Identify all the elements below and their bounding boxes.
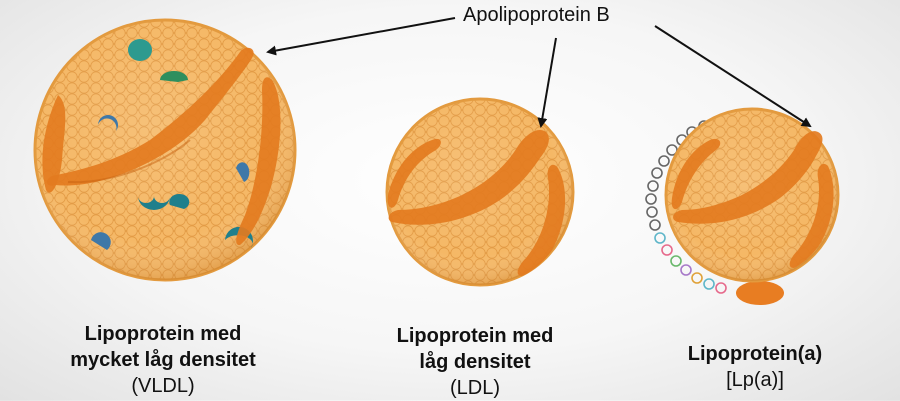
ldl-apob-bands xyxy=(387,129,566,276)
vldl-embedded-proteins xyxy=(91,39,253,250)
lpa-caption-line1: Lipoprotein(a) xyxy=(687,343,823,365)
vldl-caption-line2: mycket låg densitet xyxy=(70,349,256,371)
apob-callout-arrows xyxy=(266,17,812,128)
vldl-particle xyxy=(33,18,297,282)
ldl-caption-line2: låg densitet xyxy=(419,351,531,373)
ldl-particle xyxy=(385,97,575,287)
vldl-caption: Lipoprotein med mycket låg densitet (VLD… xyxy=(38,321,288,399)
lpa-caption: Lipoprotein(a) [Lp(a)] xyxy=(675,341,835,393)
arrow-to-ldl xyxy=(537,37,557,128)
arrow-to-vldl xyxy=(266,17,456,56)
ldl-caption-line1: Lipoprotein med xyxy=(396,325,554,347)
ldl-caption-abbr: (LDL) xyxy=(449,377,500,399)
lpa-caption-abbr: [Lp(a)] xyxy=(726,369,784,391)
apolipoprotein-b-label: Apolipoprotein B xyxy=(463,4,610,26)
lpa-apob-bands xyxy=(671,131,834,268)
lpa-particle xyxy=(645,107,840,305)
arrow-to-lpa xyxy=(654,25,812,128)
vldl-apob-bands xyxy=(42,47,281,246)
apo-a-protease-domain xyxy=(736,281,784,305)
vldl-caption-abbr: (VLDL) xyxy=(131,375,195,397)
vldl-caption-line1: Lipoprotein med xyxy=(84,323,242,345)
ldl-caption: Lipoprotein med låg densitet (LDL) xyxy=(370,323,580,401)
